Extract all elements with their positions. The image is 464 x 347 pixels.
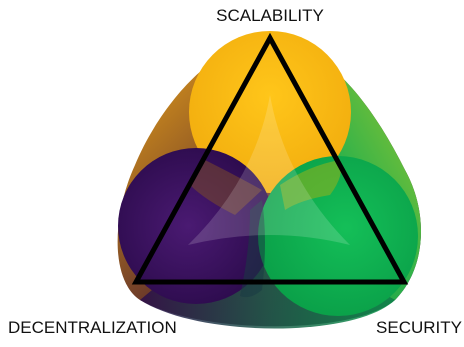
decentralization-label: DECENTRALIZATION (8, 318, 177, 337)
purple-green-overlap (240, 200, 265, 298)
yellow-green-overlap (280, 160, 342, 210)
scalability-circle (189, 31, 351, 193)
triangle-outline (131, 32, 409, 285)
scalability-label: SCALABILITY (216, 6, 324, 25)
center-highlight (188, 95, 350, 245)
security-label: SECURITY (376, 318, 462, 337)
yellow-purple-overlap (190, 160, 262, 215)
